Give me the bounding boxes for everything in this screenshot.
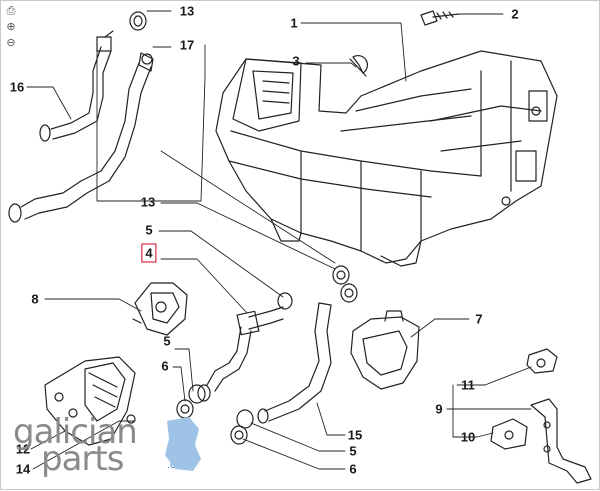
part-11-fitting	[526, 348, 558, 374]
callout-13-mid[interactable]: 13	[140, 194, 156, 210]
screw-part-2	[420, 10, 460, 26]
washer-part-13-top	[129, 11, 147, 31]
callout-6-left[interactable]: 6	[161, 358, 169, 374]
part-10-connector	[490, 418, 528, 450]
callout-11[interactable]: 11	[461, 377, 475, 393]
callout-13-top[interactable]: 13	[179, 3, 195, 19]
callout-16[interactable]: 16	[9, 79, 25, 95]
plate-part-12	[44, 356, 136, 446]
watermark-map-logo	[165, 417, 201, 471]
callout-9[interactable]: 9	[435, 401, 443, 417]
pipe-part-4	[197, 306, 284, 402]
callout-14[interactable]: 14	[15, 461, 31, 477]
hose-part-15	[257, 302, 332, 424]
part-9-bracket	[530, 398, 592, 484]
callout-7[interactable]: 7	[475, 311, 483, 327]
callout-2[interactable]: 2	[511, 6, 519, 22]
hose-part-17	[8, 52, 154, 223]
washers-near-pipe	[176, 265, 358, 445]
callout-1[interactable]: 1	[290, 15, 298, 31]
watermark-line-2: parts	[41, 439, 124, 479]
callout-5-left[interactable]: 5	[163, 333, 171, 349]
bracket-part-8	[132, 282, 188, 336]
printer-icon[interactable]: ⎙	[6, 5, 16, 17]
callout-5-lower[interactable]: 5	[349, 443, 357, 459]
leader-lines	[26, 10, 532, 470]
callout-8[interactable]: 8	[31, 291, 39, 307]
callout-3[interactable]: 3	[292, 53, 300, 69]
hose-part-16	[39, 30, 114, 142]
callout-17[interactable]: 17	[179, 37, 195, 53]
callout-12[interactable]: 12	[15, 441, 31, 457]
callout-5-upper[interactable]: 5	[145, 222, 153, 238]
zoom-out-icon[interactable]: ⊖	[6, 37, 16, 49]
callout-15[interactable]: 15	[347, 427, 363, 443]
callout-10[interactable]: 10	[460, 429, 476, 445]
watermark-line-1: galician	[13, 412, 138, 452]
bracket-part-7	[350, 310, 420, 390]
zoom-in-icon[interactable]: ⊕	[6, 21, 16, 33]
clip-part-3	[349, 54, 369, 77]
heater-housing	[215, 50, 558, 267]
callout-4-highlighted[interactable]: 4	[141, 243, 157, 263]
callout-6-lower[interactable]: 6	[349, 461, 357, 477]
